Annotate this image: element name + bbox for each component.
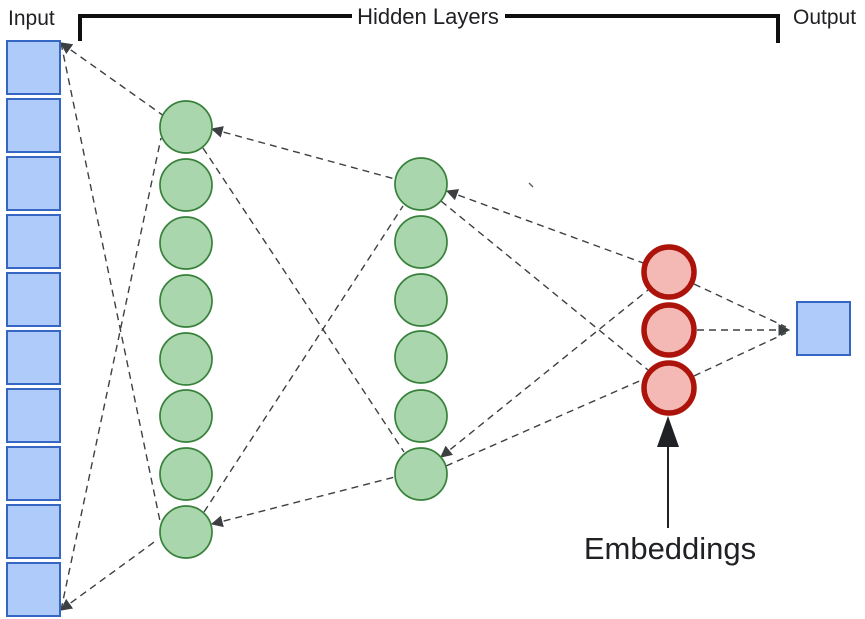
output-label: Output [793,6,856,29]
layer-hidden-1 [159,100,213,559]
layer-embeddings [641,244,697,416]
connector-line [60,539,158,611]
hidden-1-node [159,158,213,212]
connector-line [693,332,787,377]
hidden-1-node [159,389,213,443]
embeddings-label: Embeddings [584,531,756,566]
input-node [6,562,61,617]
connector-line [202,147,405,453]
connector-line [440,289,649,458]
hidden-2-node [394,273,448,327]
input-label: Input [8,7,55,30]
hidden-1-node [159,216,213,270]
hidden-2-node [394,157,448,211]
input-node [6,388,61,443]
connector-line [445,189,647,265]
input-node [6,98,61,153]
embeddings-node [641,244,697,300]
embeddings-node [641,360,697,416]
input-node [6,156,61,211]
connector-lines [60,42,791,611]
input-node [6,504,61,559]
network-layers [6,40,851,617]
hidden-1-node [159,505,213,559]
hidden-layers-label: Hidden Layers [357,4,499,29]
input-node [6,272,61,327]
connector-line [210,126,396,180]
stray-mark [528,182,534,188]
input-node [6,214,61,269]
hidden-1-node [159,332,213,386]
embeddings-arrowhead-icon [657,416,679,447]
connector-line [60,137,162,611]
hidden-layers-bracket [78,14,780,43]
input-node [6,40,61,95]
connector-line [445,378,645,467]
hidden-2-node [394,447,448,501]
hidden-2-node [394,389,448,443]
hidden-1-node [159,274,213,328]
connector-line [440,200,649,371]
connector-line [210,476,396,528]
embeddings-node [641,302,697,358]
input-node [6,446,61,501]
connector-line [693,283,787,328]
hidden-1-node [159,100,213,154]
connector-line [60,42,162,527]
hidden-2-node [394,215,448,269]
output-node [796,301,851,356]
layer-hidden-2 [394,157,448,501]
hidden-2-node [394,330,448,384]
input-node [6,330,61,385]
embeddings-arrow [657,416,679,528]
connector-line [60,42,165,117]
hidden-1-node [159,447,213,501]
connector-line [203,205,404,513]
layer-input [6,40,61,617]
layer-output [796,301,851,356]
